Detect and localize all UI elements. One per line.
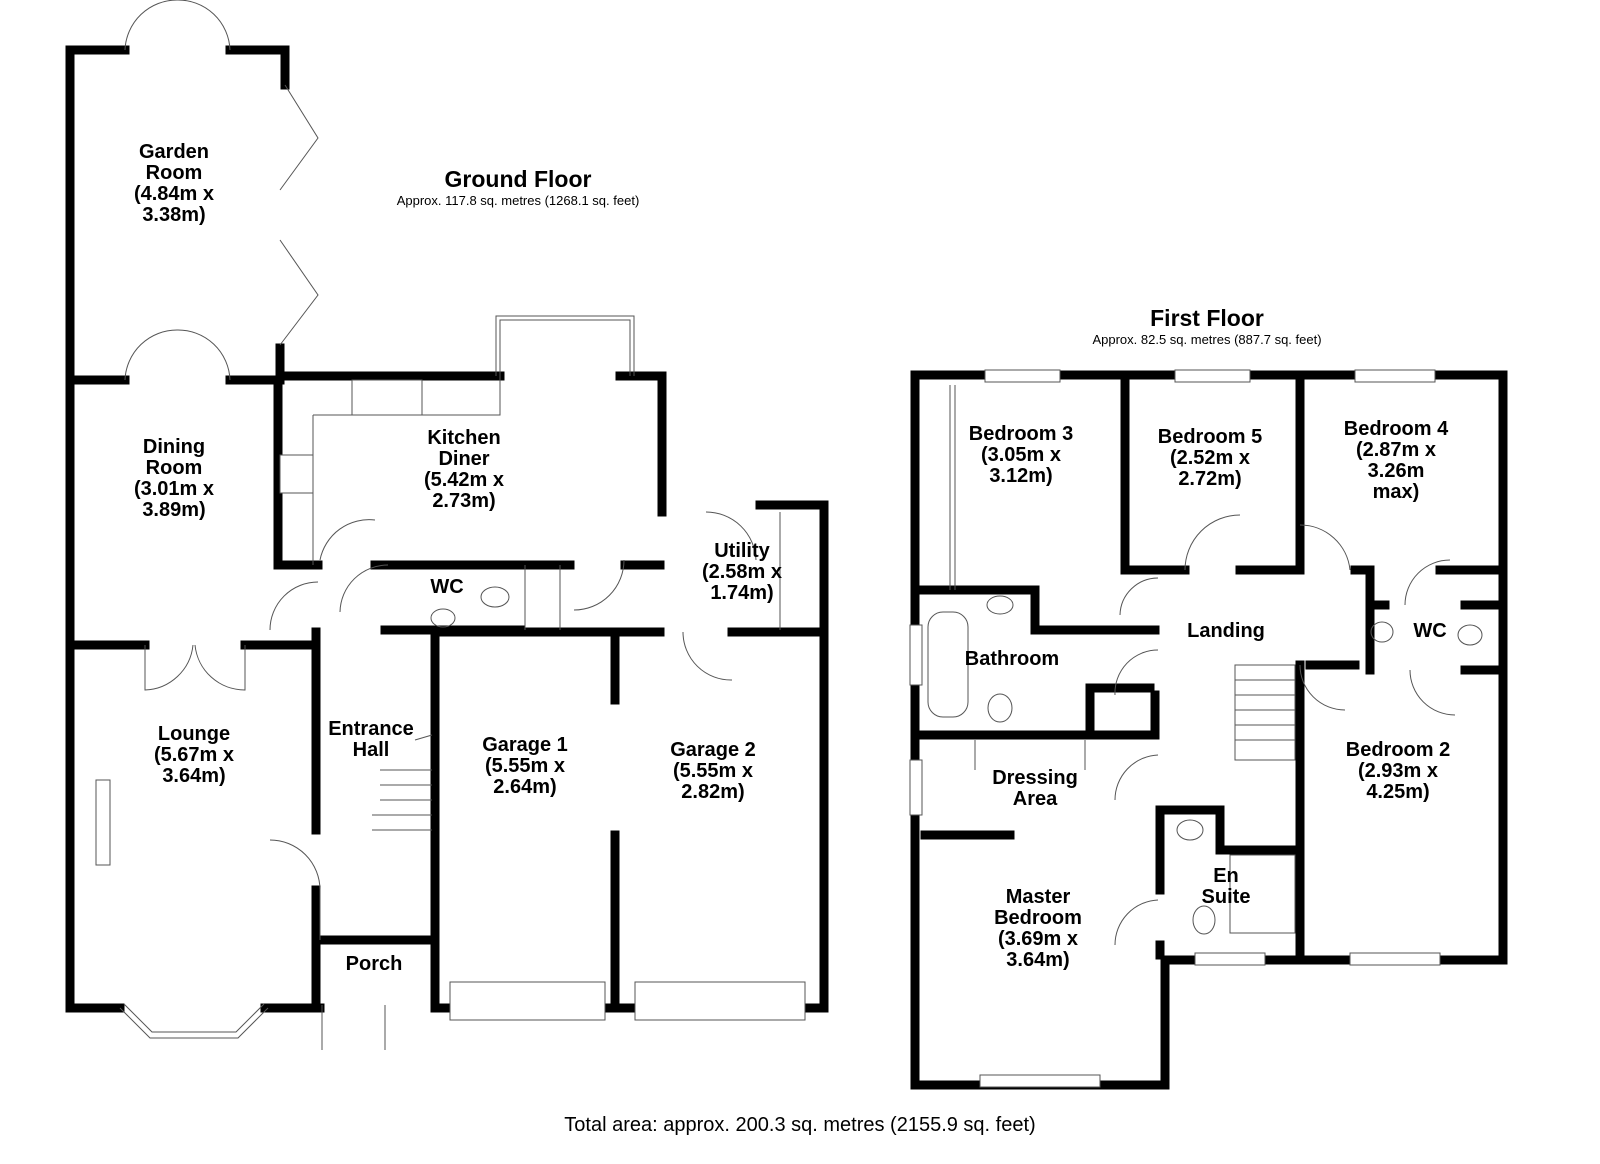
room-label-garden-room: Garden Room (4.84m x 3.38m) [133,141,215,226]
ground-floor-title: Ground Floor [444,166,592,192]
room-label-first-wc: WC [1413,620,1447,642]
first-floor-heading: First Floor Approx. 82.5 sq. metres (887… [1092,305,1321,347]
first-floor-walls [910,370,1508,1090]
room-label-dining-room: Dining Room (3.01m x 3.89m) [133,436,215,521]
room-label-garage-1: Garage 1 (5.55m x 2.64m) [482,734,568,798]
total-area: Total area: approx. 200.3 sq. metres (21… [564,1114,1036,1136]
ground-floor-heading: Ground Floor Approx. 117.8 sq. metres (1… [397,166,640,208]
first-floor-fixtures [909,369,1483,1088]
room-label-bedroom-3: Bedroom 3 (3.05m x 3.12m) [968,423,1074,487]
room-label-wc: WC [430,576,464,598]
room-label-garage-2: Garage 2 (5.55m x 2.82m) [670,739,756,803]
ground-floor-area: Approx. 117.8 sq. metres (1268.1 sq. fee… [396,193,640,208]
ground-floor-walls [65,45,829,1013]
first-floor-area: Approx. 82.5 sq. metres (887.7 sq. feet) [1092,332,1322,347]
room-label-dressing-area: Dressing Area [992,767,1078,810]
room-label-porch: Porch [345,953,403,975]
first-floor-title: First Floor [1150,305,1264,331]
room-label-bedroom-2: Bedroom 2 (2.93m x 4.25m) [1345,739,1451,803]
room-label-utility: Utility (2.58m x 1.74m) [701,540,783,604]
room-label-bedroom-5: Bedroom 5 (2.52m x 2.72m) [1157,426,1263,490]
room-label-kitchen-diner: Kitchen Diner (5.42m x 2.73m) [423,427,505,512]
room-label-lounge: Lounge (5.67m x 3.64m) [153,723,235,787]
room-label-bedroom-4: Bedroom 4 (2.87m x 3.26m max) [1343,418,1449,503]
ground-floor-fixtures [95,0,806,1050]
room-label-master-bedroom: Master Bedroom (3.69m x 3.64m) [994,886,1082,971]
room-label-landing: Landing [1187,620,1265,642]
room-label-entrance-hall: Entrance Hall [328,718,414,761]
room-label-en-suite: En Suite [1201,865,1251,908]
room-label-bathroom: Bathroom [964,648,1060,670]
